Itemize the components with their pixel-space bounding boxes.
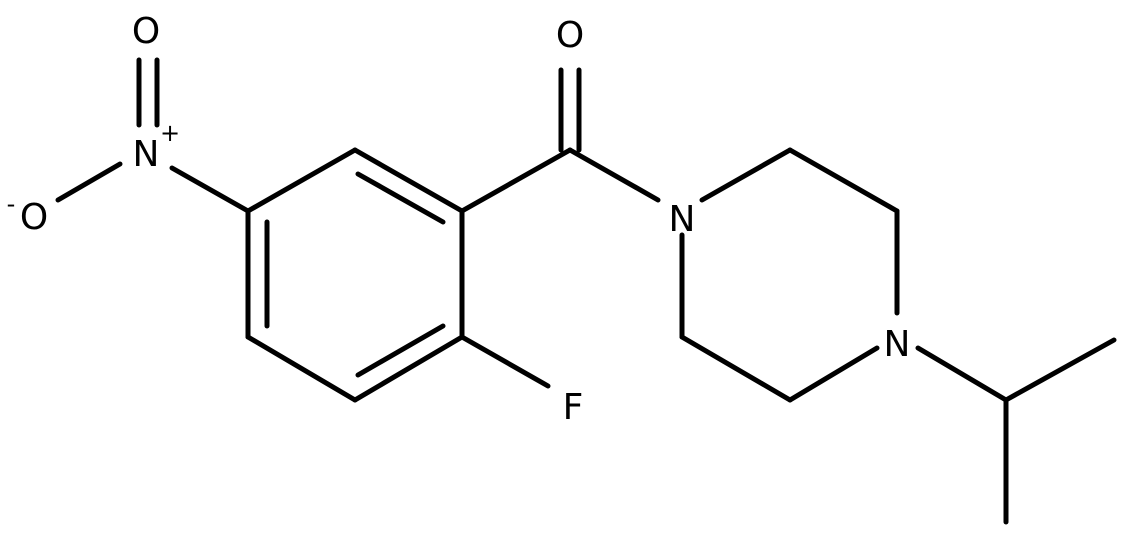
atom-o-nitro-double: O — [132, 11, 160, 52]
atom-f: F — [563, 387, 584, 428]
atom-o-carbonyl: O — [556, 15, 584, 56]
charge-plus: + — [160, 119, 180, 147]
ring-bond-c3-c4 — [245, 334, 358, 403]
ring2-bond-c2-c3 — [787, 147, 900, 214]
ring-bond-c6-c1 — [352, 147, 465, 214]
ring2-bond-c5-c6 — [679, 334, 793, 403]
ring-double-inner-1 — [355, 171, 446, 225]
ring2-bond-n1-c2 — [699, 147, 793, 203]
piperazine-ring — [679, 147, 900, 403]
ring2-bond-n4-c5 — [787, 345, 880, 403]
atom-n-nitro: N — [133, 134, 160, 175]
bond-n4-ch — [915, 345, 1009, 403]
bond-ring-f — [459, 334, 551, 389]
ring-bond-c2-c3 — [352, 334, 465, 403]
bond-nitro-o-minus — [55, 161, 123, 203]
atom-o-minus: O — [20, 197, 48, 238]
benzene-ring — [245, 147, 465, 403]
ring-bond-c5-c6 — [245, 147, 358, 214]
ring-double-inner-2 — [355, 323, 446, 378]
bond-ring-n-nitro — [169, 165, 251, 214]
bond-carbonyl-n1 — [567, 147, 661, 203]
bond-ring-carbonyl — [459, 147, 573, 214]
atom-n1: N — [669, 199, 696, 240]
bond-ch-me1 — [1003, 337, 1117, 403]
atom-n4: N — [884, 324, 911, 365]
charge-minus: - — [7, 190, 16, 218]
